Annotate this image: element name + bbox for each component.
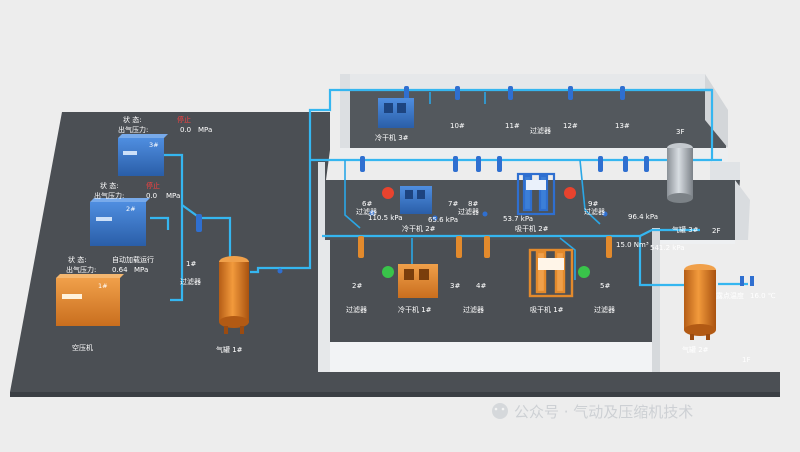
tank-3-label: 气罐 3# bbox=[672, 225, 699, 234]
filter-2-label: 过滤器 bbox=[346, 305, 367, 314]
compressor-1-status-label: 状 态: bbox=[68, 255, 87, 264]
filter-6-label: 过滤器 bbox=[356, 207, 377, 216]
tank-3-icon[interactable] bbox=[667, 143, 693, 203]
dew-point-value: 16.0 ℃ bbox=[750, 292, 776, 300]
filter-2-num: 2# bbox=[352, 282, 362, 290]
reading-5: 15.0 Nm³ bbox=[616, 241, 649, 249]
tank-2-label: 气罐 2# bbox=[682, 345, 709, 354]
cold-dryer-2-label: 冷干机 2# bbox=[402, 224, 436, 233]
compressor-1-pressure-label: 出气压力: bbox=[66, 265, 96, 274]
compressor-3-pressure-value: 0.0 bbox=[180, 126, 191, 134]
tank-1-icon[interactable] bbox=[219, 256, 249, 334]
compressor-2-pressure-unit: MPa bbox=[166, 192, 180, 200]
filter-row-3f bbox=[404, 86, 625, 100]
compressor-2-status-value: 停止 bbox=[146, 181, 160, 190]
compressor-1-pressure-value: 0.64 bbox=[112, 266, 128, 274]
indicator-red-right bbox=[564, 187, 576, 199]
compressor-1-status-value: 自动加载运行 bbox=[112, 255, 154, 264]
adsorption-dryer-2-icon[interactable] bbox=[516, 172, 556, 216]
tank-2-icon[interactable] bbox=[684, 264, 716, 340]
compressor-1-icon[interactable] bbox=[56, 274, 124, 326]
compressor-3-status-value: 停止 bbox=[177, 115, 191, 124]
compressor-2-pressure-label: 出气压力: bbox=[94, 191, 124, 200]
filter-row-1f bbox=[358, 236, 612, 258]
floor1-room bbox=[330, 240, 652, 342]
adsorption-dryer-2-label: 吸干机 2# bbox=[515, 224, 549, 233]
compressor-3-icon[interactable] bbox=[118, 134, 168, 176]
reading-6: 541.2 kPa bbox=[650, 244, 685, 252]
filter-3-num: 3# bbox=[450, 282, 460, 290]
filter-3f-label: 过滤器 bbox=[530, 126, 551, 135]
compressor-2-status-label: 状 态: bbox=[100, 181, 119, 190]
indicator-red-left bbox=[382, 187, 394, 199]
main-filter-label: 过滤器 bbox=[180, 277, 201, 286]
reading-2: 65.6 kPa bbox=[428, 216, 458, 224]
filter-4-num: 4# bbox=[476, 282, 486, 290]
filter-7-num: 7# bbox=[448, 200, 458, 208]
tank-1-label: 气罐 1# bbox=[216, 345, 243, 354]
filter-row-2f bbox=[360, 156, 649, 172]
filter-9-num: 9# bbox=[588, 200, 598, 208]
compressor-room-label: 空压机 bbox=[72, 343, 93, 352]
cold-dryer-3-icon[interactable] bbox=[378, 98, 414, 128]
ground-floor bbox=[10, 112, 780, 392]
cold-dryer-1-label: 冷干机 1# bbox=[398, 305, 432, 314]
compressor-3-pressure-label: 出气压力: bbox=[118, 125, 148, 134]
cold-dryer-3-label: 冷干机 3# bbox=[375, 133, 409, 142]
cold-dryer-2-icon[interactable] bbox=[400, 186, 432, 214]
indicator-green-left bbox=[382, 266, 394, 278]
floor-2-label: 2F bbox=[712, 227, 720, 235]
filter-78-label: 过滤器 bbox=[458, 207, 479, 216]
adsorption-dryer-1-icon[interactable] bbox=[528, 248, 574, 298]
main-filter-icon[interactable] bbox=[196, 214, 202, 232]
dew-point-label: 露点温度 bbox=[716, 291, 744, 300]
compressor-1-id: 1# bbox=[98, 282, 108, 290]
filter-5-label: 过滤器 bbox=[594, 305, 615, 314]
filter-9-label: 过滤器 bbox=[584, 207, 605, 216]
reading-3: 53.7 kPa bbox=[503, 215, 533, 223]
watermark-text: 公众号 · 气动及压缩机技术 bbox=[514, 403, 693, 421]
dew-point-sensor-icon bbox=[740, 276, 754, 286]
adsorption-dryer-1-label: 吸干机 1# bbox=[530, 305, 564, 314]
compressor-3-status-label: 状 态: bbox=[123, 115, 142, 124]
filter-12-num: 12# bbox=[563, 122, 578, 130]
indicator-green-right bbox=[578, 266, 590, 278]
compressor-2-id: 2# bbox=[126, 205, 136, 213]
floor3-back-wall bbox=[340, 74, 705, 90]
filter-5-num: 5# bbox=[600, 282, 610, 290]
cold-dryer-1-icon[interactable] bbox=[398, 264, 438, 298]
main-filter-num: 1# bbox=[186, 260, 196, 268]
filter-10-num: 10# bbox=[450, 122, 465, 130]
filter-13-num: 13# bbox=[615, 122, 630, 130]
filter-6-num: 6# bbox=[362, 200, 372, 208]
filter-34-label: 过滤器 bbox=[463, 305, 484, 314]
floor-1-label: 1F bbox=[742, 356, 750, 364]
reading-4: 96.4 kPa bbox=[628, 213, 658, 221]
watermark: 公众号 · 气动及压缩机技术 bbox=[492, 403, 693, 421]
floor-3-label: 3F bbox=[676, 128, 684, 136]
compressor-2-pressure-value: 0.0 bbox=[146, 192, 157, 200]
compressor-2-icon[interactable] bbox=[90, 198, 150, 246]
compressor-3-pressure-unit: MPa bbox=[198, 126, 212, 134]
filter-11-num: 11# bbox=[505, 122, 520, 130]
floor3-slab bbox=[340, 90, 728, 148]
compressor-1-pressure-unit: MPa bbox=[134, 266, 148, 274]
filter-8-num: 8# bbox=[468, 200, 478, 208]
compressor-3-id: 3# bbox=[149, 141, 159, 149]
reading-1: 110.5 kPa bbox=[368, 214, 403, 222]
